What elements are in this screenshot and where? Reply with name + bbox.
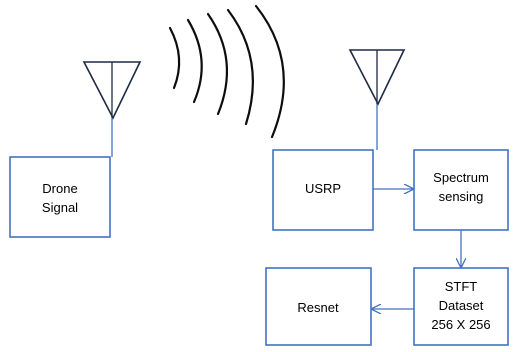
spectrum-sensing-line2: sensing: [439, 189, 484, 204]
stft-line2: Dataset: [439, 298, 484, 313]
spectrum-sensing-node: Spectrum sensing: [413, 149, 509, 231]
resnet-node: Resnet: [265, 267, 372, 346]
drone-signal-line2: Signal: [42, 200, 78, 215]
drone-signal-line1: Drone: [42, 181, 77, 196]
rx-antenna-icon: [348, 49, 406, 106]
tx-antenna-icon: [82, 61, 142, 120]
resnet-label: Resnet: [297, 300, 339, 315]
stft-line1: STFT: [445, 279, 478, 294]
spectrum-sensing-line1: Spectrum: [433, 170, 489, 185]
stft-line3: 256 X 256: [431, 317, 490, 332]
usrp-label: USRP: [305, 181, 341, 196]
usrp-node: USRP: [272, 149, 374, 231]
stft-dataset-node: STFT Dataset 256 X 256: [413, 267, 509, 346]
radio-waves-icon: [168, 4, 285, 139]
drone-signal-node: Drone Signal: [9, 156, 111, 238]
